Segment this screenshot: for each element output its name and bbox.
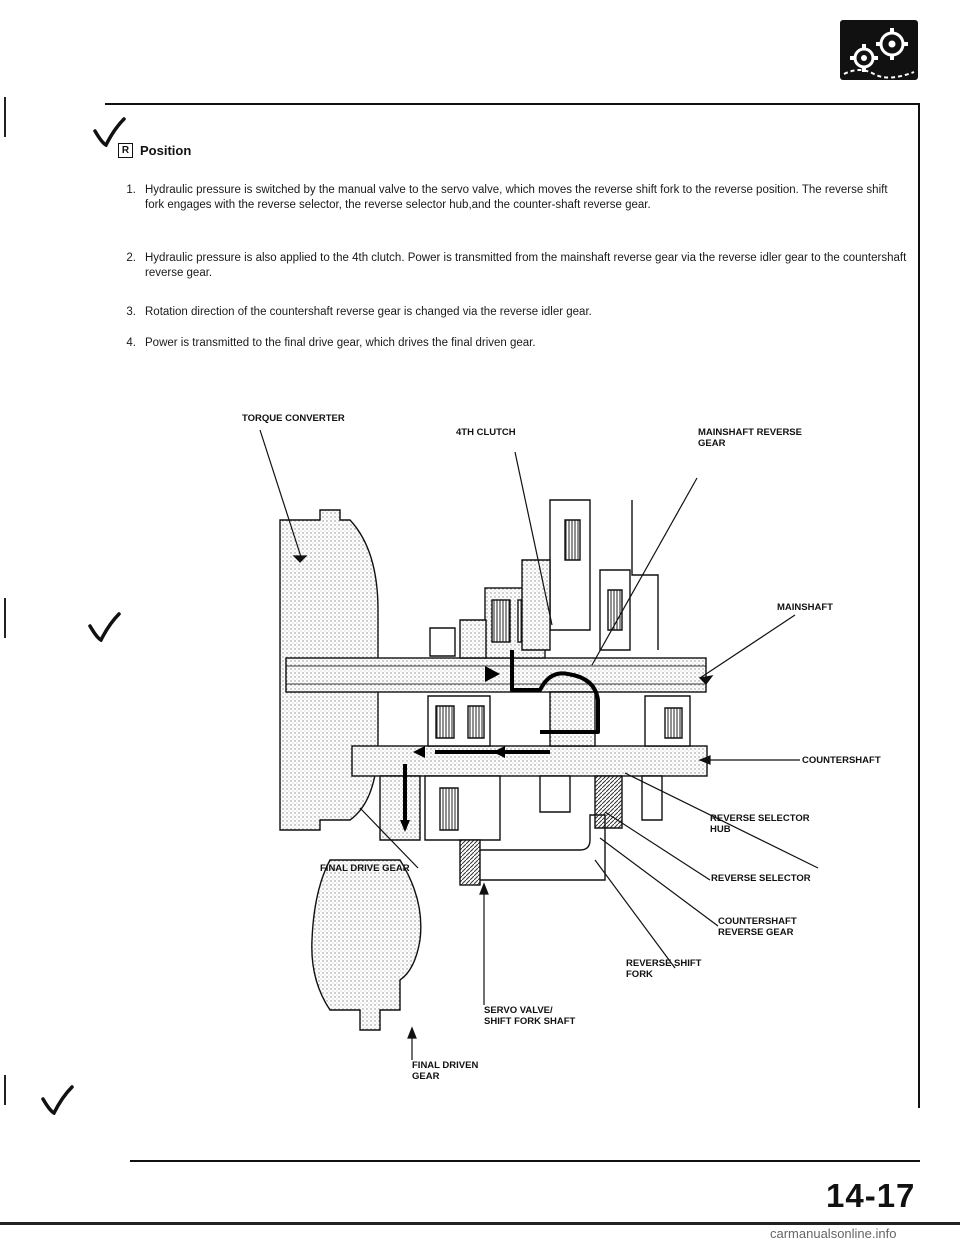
step-text: Power is transmitted to the final drive … [145, 337, 536, 349]
frame-top-rule [105, 103, 920, 105]
margin-mark [4, 598, 6, 638]
checkmark-icon [88, 612, 121, 642]
callout-torque-converter: TORQUE CONVERTER [242, 413, 345, 424]
step-number: 4. [126, 337, 136, 349]
transmission-gears-icon [840, 20, 918, 80]
callout-servo-valve: SERVO VALVE/ SHIFT FORK SHAFT [484, 1005, 576, 1027]
step-text: Rotation direction of the countershaft r… [145, 306, 592, 318]
callout-4th-clutch: 4TH CLUTCH [456, 427, 516, 438]
page-bottom-rule [0, 1222, 960, 1225]
watermark: carmanualsonline.info [770, 1226, 897, 1241]
step-number: 1. [126, 184, 136, 196]
checkmark-icon [93, 117, 126, 147]
page-number: 14-17 [826, 1177, 916, 1214]
step-item: 1. Hydraulic pressure is switched by the… [118, 183, 908, 212]
callout-final-drive-gear: FINAL DRIVE GEAR [320, 863, 410, 874]
callout-reverse-shift-fork: REVERSE SHIFT FORK [626, 958, 702, 980]
frame-right-rule [918, 103, 920, 1108]
position-letter-box: R [118, 143, 133, 158]
frame-bottom-rule [130, 1160, 920, 1162]
callout-final-driven-gear: FINAL DRIVEN GEAR [412, 1060, 479, 1082]
step-text: Hydraulic pressure is also applied to th… [145, 252, 907, 279]
callout-mainshaft-reverse-gear: MAINSHAFT REVERSE GEAR [698, 427, 802, 449]
step-item: 2. Hydraulic pressure is also applied to… [118, 251, 908, 280]
callout-reverse-selector-hub: REVERSE SELECTOR HUB [710, 813, 810, 835]
section-heading: R Position [118, 143, 191, 158]
step-item: 4. Power is transmitted to the final dri… [118, 336, 908, 351]
callout-reverse-selector: REVERSE SELECTOR [711, 873, 811, 884]
step-item: 3. Rotation direction of the countershaf… [118, 305, 908, 320]
step-number: 2. [126, 252, 136, 264]
margin-mark [4, 1075, 6, 1105]
callout-mainshaft: MAINSHAFT [777, 602, 833, 613]
section-title: Position [140, 143, 192, 158]
step-text: Hydraulic pressure is switched by the ma… [145, 184, 888, 211]
callout-countershaft-reverse-gear: COUNTERSHAFT REVERSE GEAR [718, 916, 797, 938]
checkmark-icon [41, 1085, 74, 1115]
margin-mark [4, 97, 6, 137]
transmission-cutaway-diagram [279, 499, 708, 1031]
step-number: 3. [126, 306, 136, 318]
callout-countershaft: COUNTERSHAFT [802, 755, 881, 766]
